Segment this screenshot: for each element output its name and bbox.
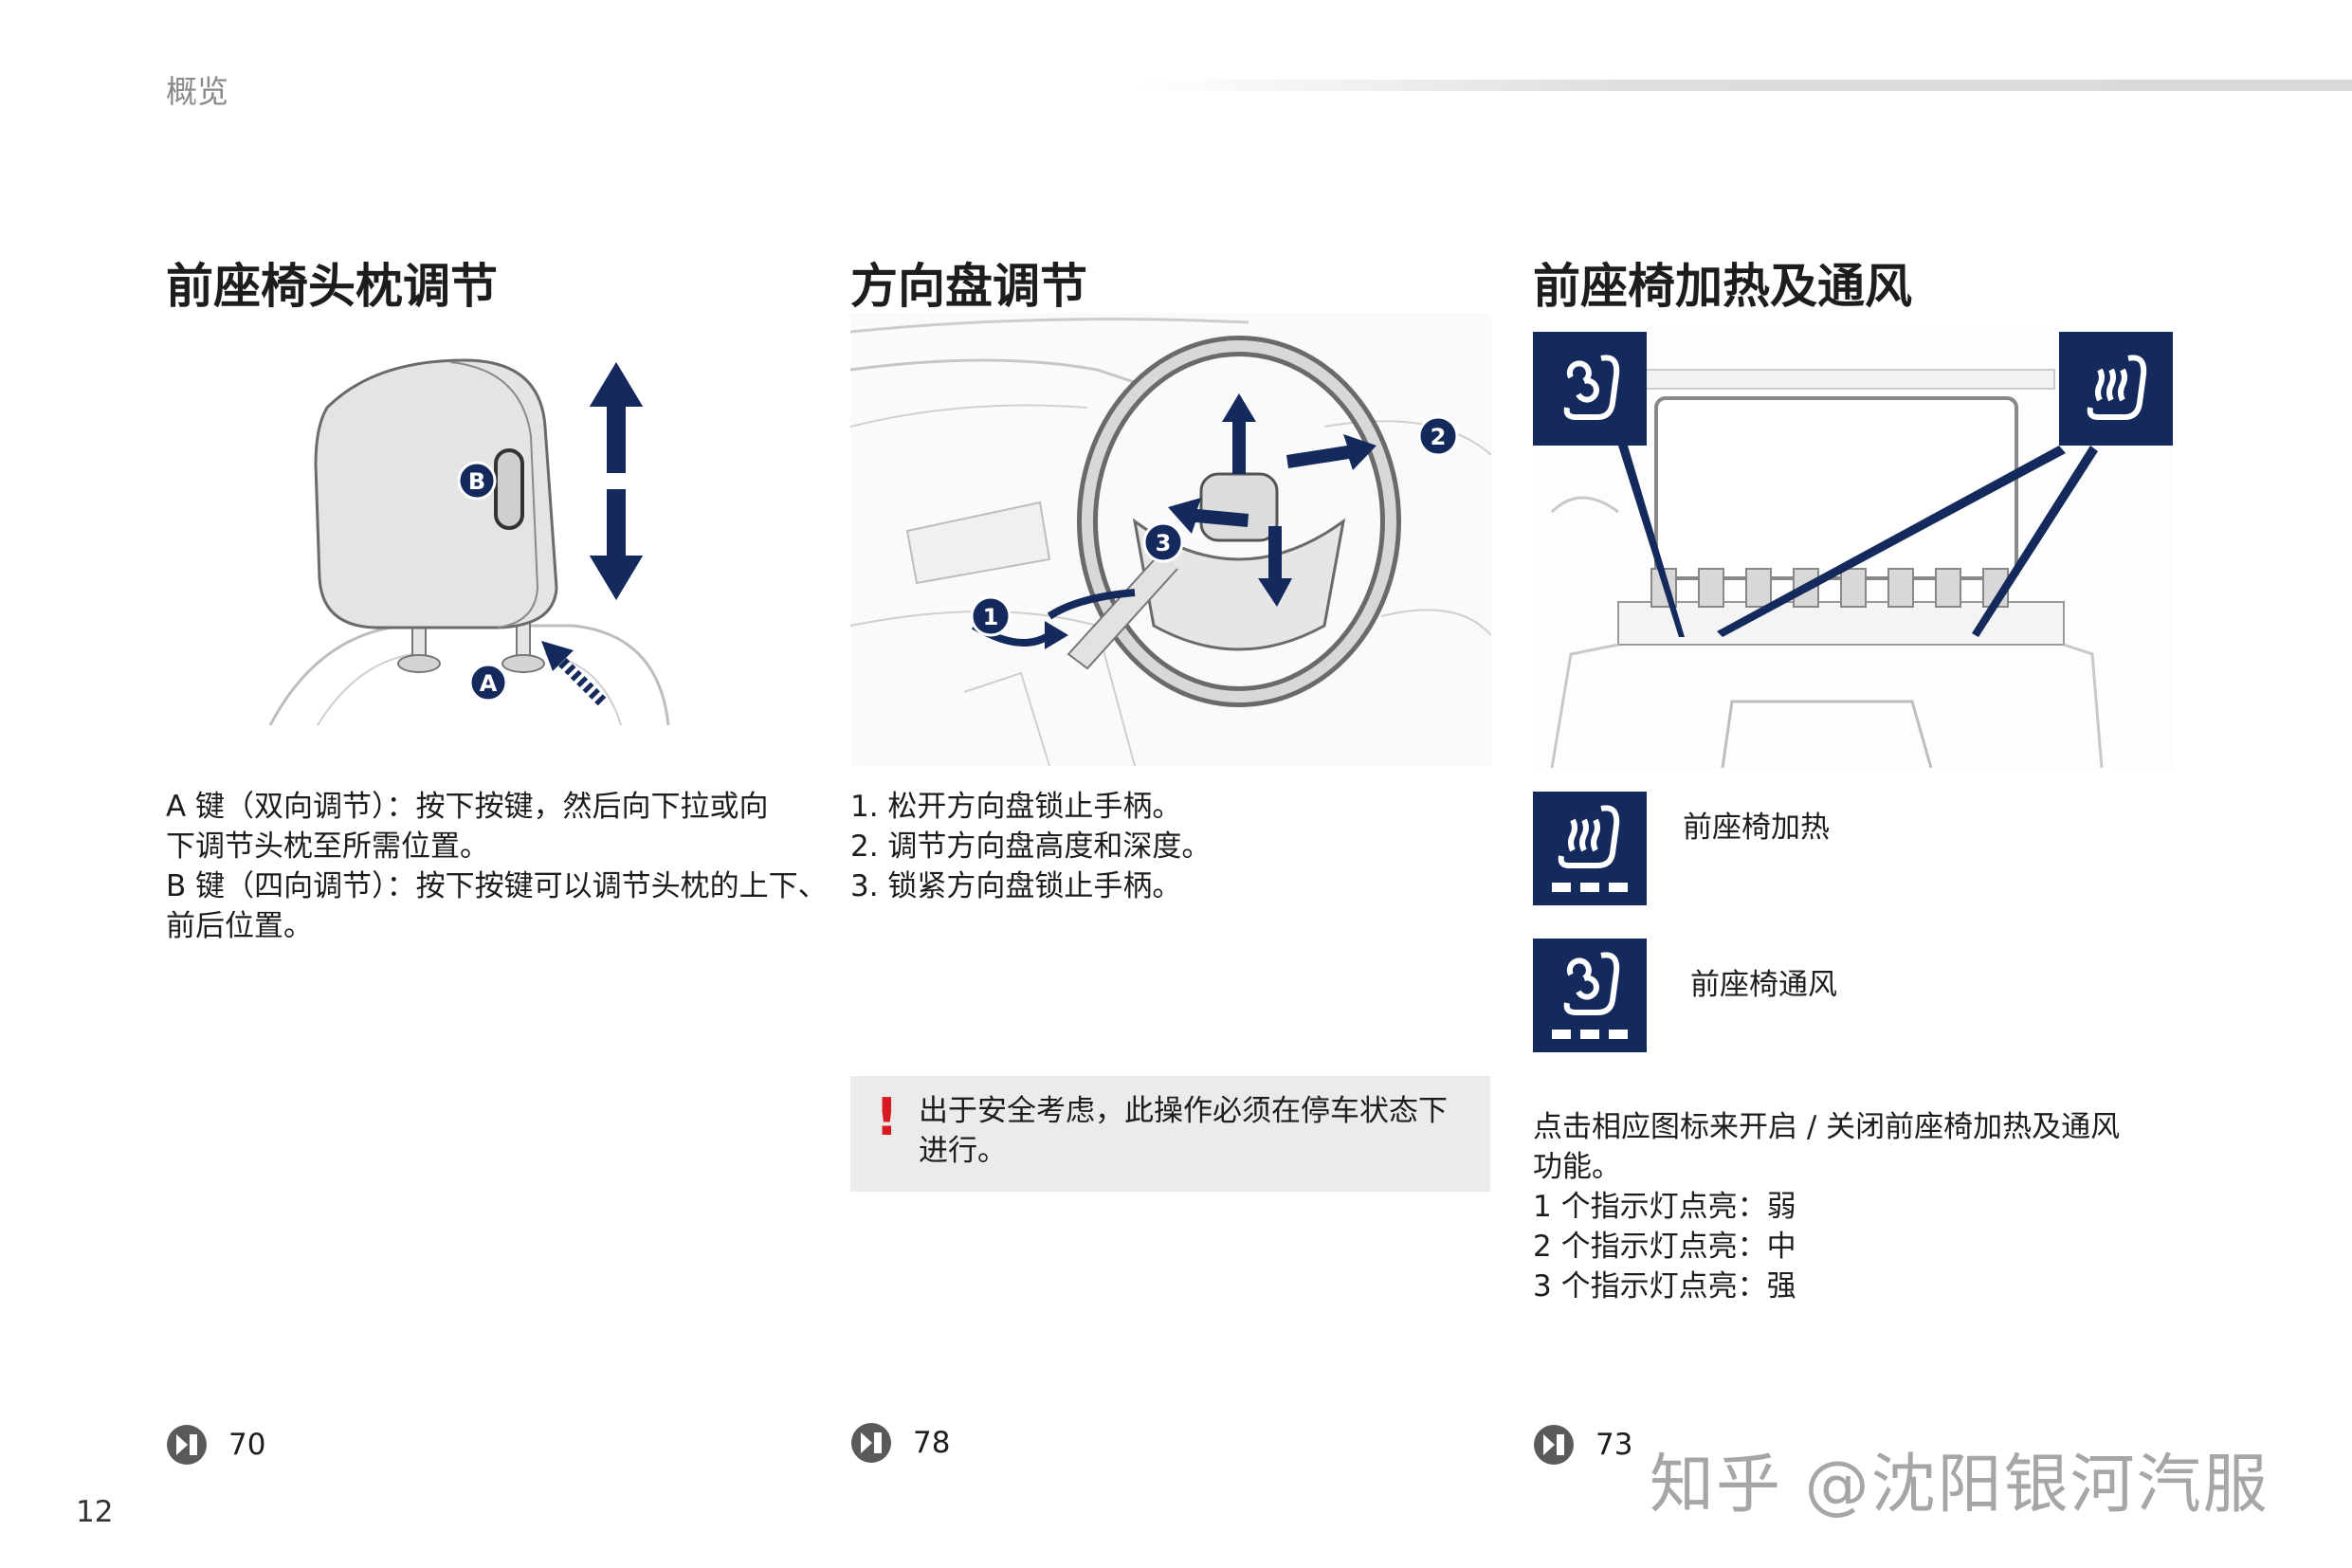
press-arrow-icon xyxy=(541,641,607,706)
seat-climate-page-ref[interactable]: 73 xyxy=(1533,1424,1632,1466)
seat-heat-icon xyxy=(1552,805,1628,892)
headrest-line-1: A 键（双向调节）：按下按键，然后向下拉或向 xyxy=(166,790,769,824)
seat-climate-line-3: 1 个指示灯点亮：弱 xyxy=(1533,1190,1796,1224)
seat-heat-icon xyxy=(2087,355,2147,420)
page-ref-icon xyxy=(851,1423,891,1463)
steering-title: 方向盘调节 xyxy=(850,259,1087,314)
seat-heat-label: 前座椅加热 xyxy=(1683,811,1830,845)
seat-climate-ref-page: 73 xyxy=(1595,1428,1633,1462)
steering-illustration: 1 2 3 xyxy=(850,313,1491,766)
page-ref-icon xyxy=(167,1425,207,1465)
safety-warning: ! 出于安全考虑，此操作必须在停车状态下 进行。 xyxy=(850,1076,1490,1192)
warning-line-1: 出于安全考虑，此操作必须在停车状态下 xyxy=(919,1094,1448,1128)
headrest-ref-page: 70 xyxy=(228,1428,266,1462)
badge-2-label: 2 xyxy=(1431,424,1447,450)
headrest-line-3: B 键（四向调节）：按下按键可以调节头枕的上下、 xyxy=(166,869,828,903)
steering-step-3: 3. 锁紧方向盘锁止手柄。 xyxy=(850,869,1182,903)
headrest-illustration: B A xyxy=(261,351,697,730)
steering-ref-page: 78 xyxy=(913,1426,951,1460)
page-ref-icon xyxy=(1534,1425,1574,1465)
badge-a-label: A xyxy=(480,670,498,697)
steering-page-ref[interactable]: 78 xyxy=(850,1422,950,1464)
warning-icon: ! xyxy=(875,1087,899,1147)
seat-vent-label: 前座椅通风 xyxy=(1690,968,1837,1002)
tilt-arrows-icon xyxy=(1168,393,1377,607)
seat-vent-button[interactable] xyxy=(1533,939,1647,1052)
warning-line-2: 进行。 xyxy=(919,1134,1007,1168)
seat-climate-title: 前座椅加热及通风 xyxy=(1533,259,1912,314)
headrest-line-2: 下调节头枕至所需位置。 xyxy=(166,830,489,864)
header-rule xyxy=(1138,80,2352,91)
headrest-page-ref[interactable]: 70 xyxy=(166,1424,265,1466)
seat-climate-line-4: 2 个指示灯点亮：中 xyxy=(1533,1230,1796,1264)
seat-climate-line-1: 点击相应图标来开启 / 关闭前座椅加热及通风 xyxy=(1533,1110,2121,1144)
seat-climate-illustration xyxy=(1533,332,2173,768)
headrest-instructions: A 键（双向调节）：按下按键，然后向下拉或向 下调节头枕至所需位置。 B 键（四… xyxy=(166,787,830,946)
watermark: 知乎 @沈阳银河汽服 xyxy=(1650,1448,2270,1522)
badge-3-label: 3 xyxy=(1156,530,1172,556)
badge-b-label: B xyxy=(468,468,485,495)
section-label: 概览 xyxy=(166,73,228,110)
seat-vent-icon xyxy=(1552,952,1628,1039)
seat-climate-line-5: 3 个指示灯点亮：强 xyxy=(1533,1269,1796,1304)
seat-heat-button[interactable] xyxy=(1533,792,1647,905)
badge-1-label: 1 xyxy=(983,604,999,630)
seat-climate-instructions: 点击相应图标来开启 / 关闭前座椅加热及通风 功能。 1 个指示灯点亮：弱 2 … xyxy=(1533,1107,2197,1306)
seat-vent-icon xyxy=(1563,355,1620,420)
steering-step-1: 1. 松开方向盘锁止手柄。 xyxy=(850,790,1182,824)
up-arrow-icon xyxy=(586,358,647,475)
steering-step-2: 2. 调节方向盘高度和深度。 xyxy=(850,830,1212,864)
headrest-line-4: 前后位置。 xyxy=(166,909,313,943)
headrest-title: 前座椅头枕调节 xyxy=(166,259,498,314)
down-arrow-icon xyxy=(586,487,647,604)
page-number: 12 xyxy=(76,1495,114,1529)
seat-climate-line-2: 功能。 xyxy=(1533,1150,1621,1184)
steering-steps: 1. 松开方向盘锁止手柄。 2. 调节方向盘高度和深度。 3. 锁紧方向盘锁止手… xyxy=(850,787,1495,906)
